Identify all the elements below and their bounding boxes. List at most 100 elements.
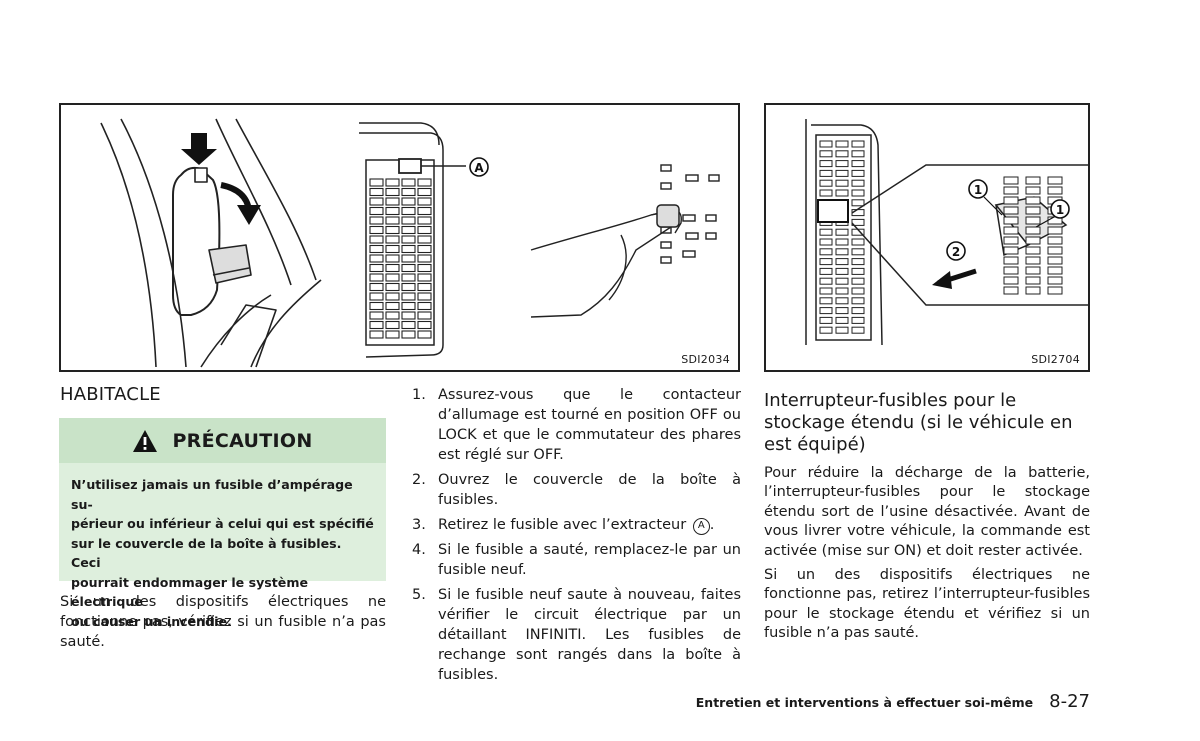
fuse-slot <box>1025 256 1041 265</box>
fuse-slot <box>851 218 865 226</box>
caution-line: périeur ou inférieur à celui qui est spé… <box>71 516 374 531</box>
fuse-slot <box>835 228 849 236</box>
fuse-slot <box>401 206 416 216</box>
fuse-slot <box>1003 186 1019 195</box>
step-text: Retirez le fusible avec l’extracteur <box>438 517 687 533</box>
fuse-slot <box>369 263 384 273</box>
fuse-slot <box>369 273 384 282</box>
fuse-slot <box>417 330 432 339</box>
callout-2-label: 2 <box>952 245 960 259</box>
storage-fuse-drawing: 1 2 1 <box>805 119 1088 346</box>
fuse-slot <box>851 160 865 168</box>
fuse-slot <box>417 301 432 311</box>
fuse-slot <box>835 248 849 256</box>
fuse-slot <box>1003 216 1019 225</box>
fuse-slot <box>1047 236 1063 245</box>
fuse-slot <box>1003 256 1019 265</box>
fuse-slot <box>835 258 849 266</box>
caution-line: ou causer un incendie. <box>71 613 232 629</box>
fuse-slot <box>1047 226 1063 235</box>
fuse-slot <box>851 189 865 197</box>
fuse-slot <box>1047 256 1063 265</box>
fuse-slot <box>1047 246 1063 255</box>
fuse-slot <box>417 197 432 206</box>
caution-title: PRÉCAUTION <box>172 429 313 452</box>
page-footer: Entretien et interventions à effectuer s… <box>696 691 1090 712</box>
fuse-slot <box>401 301 416 311</box>
fuse-slot <box>1003 206 1019 215</box>
fuse-slot <box>1003 196 1019 205</box>
fuse-slot <box>851 140 865 148</box>
fuse-slot <box>417 263 432 273</box>
step-text-wrap: Retirez le fusible avec l’extracteur A. <box>438 515 741 535</box>
list-item: 1. Assurez-vous que le contacteur d’allu… <box>412 385 741 465</box>
extractor-symbol: A <box>692 518 710 535</box>
fuse-slot <box>1003 226 1019 235</box>
step-number: 2. <box>412 472 426 488</box>
body-paragraph: Pour réduire la décharge de la batterie,… <box>764 465 1090 559</box>
fuse-box-illustration: A SDI2034 <box>59 103 740 372</box>
fuse-slot <box>819 169 833 177</box>
fuse-slot <box>401 254 416 263</box>
fuse-slot <box>819 258 833 266</box>
fuse-slot <box>819 140 833 148</box>
fuse-slot <box>819 189 833 197</box>
fuse-slot <box>851 287 865 295</box>
step-number: 1. <box>412 387 426 403</box>
caution-line: N’utilisez jamais un fusible d’ampérage … <box>71 477 353 512</box>
list-item: 5. Si le fusible neuf saute à nouveau, f… <box>412 585 741 685</box>
fuse-slot <box>819 238 833 246</box>
fuse-slot <box>1025 266 1041 275</box>
fuse-slot <box>1047 286 1063 295</box>
fuse-slot <box>819 267 833 275</box>
fuse-slot <box>417 320 432 330</box>
fuse-slot <box>851 248 865 256</box>
fuse-slot <box>835 160 849 168</box>
fuse-slot <box>851 199 865 207</box>
page-number: 8-27 <box>1049 691 1090 712</box>
fuse-slot <box>369 311 384 320</box>
fuse-slot <box>369 206 384 216</box>
step-text: Si le fusible a sauté, remplacez-le par … <box>438 542 741 578</box>
fuse-slot <box>835 277 849 285</box>
list-item: 2. Ouvrez le couvercle de la boîte à fus… <box>412 470 741 510</box>
fuse-slot <box>385 197 400 206</box>
fuse-slot <box>385 206 400 216</box>
fuse-slot <box>369 292 384 301</box>
fuse-slot <box>851 326 865 334</box>
fuse-slot <box>835 316 849 324</box>
fuse-slot <box>385 225 400 235</box>
fuse-slot <box>369 187 384 197</box>
body-paragraph: Si un des dispositifs électriques ne fon… <box>764 567 1090 642</box>
fuse-slot <box>1003 266 1019 275</box>
fuse-slot <box>401 187 416 197</box>
step-number: 4. <box>412 542 426 558</box>
fuse-slot <box>819 179 833 187</box>
step-suffix: . <box>709 517 715 533</box>
fuse-slot <box>369 235 384 244</box>
fuse-slot <box>417 216 432 225</box>
figure-code: SDI2704 <box>1031 353 1080 366</box>
fuse-slot <box>401 330 416 339</box>
list-item: 3. Retirez le fusible avec l’extracteur … <box>412 515 741 535</box>
fuse-slot <box>417 206 432 216</box>
warning-icon <box>133 429 158 452</box>
fuse-slot <box>385 263 400 273</box>
fuse-slot <box>1047 276 1063 285</box>
caution-header: PRÉCAUTION <box>59 418 386 463</box>
body-paragraph: Si un des dispositifs électriques ne fon… <box>60 594 386 650</box>
fuse-box-drawing: A <box>100 118 720 368</box>
fuse-slot <box>385 273 400 282</box>
fuse-slot <box>369 282 384 292</box>
fuse-slot <box>385 282 400 292</box>
fuse-slot <box>401 235 416 244</box>
fuse-slot <box>401 216 416 225</box>
fuse-slot <box>369 320 384 330</box>
fuse-slot <box>417 225 432 235</box>
fuse-slot <box>819 228 833 236</box>
step-text: Assurez-vous que le contacteur d’allumag… <box>438 387 741 463</box>
fuse-slot <box>851 179 865 187</box>
fuse-slot <box>1047 186 1063 195</box>
caution-line: sur le couvercle de la boîte à fusibles.… <box>71 535 342 571</box>
fuse-slot <box>819 150 833 158</box>
